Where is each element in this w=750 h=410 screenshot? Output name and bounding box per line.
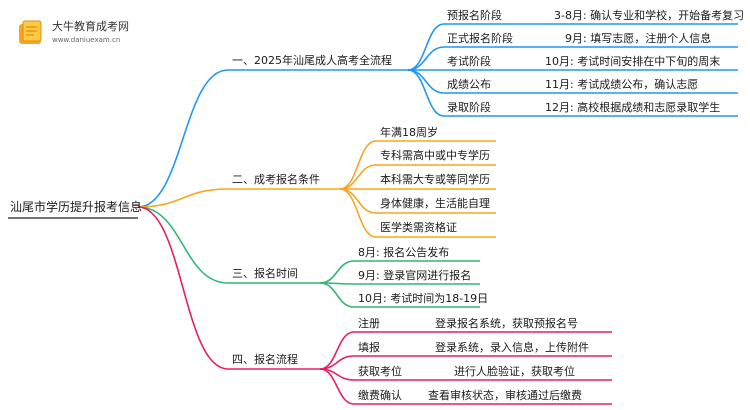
branch-3-item-3: 10月: 考试时间为18-19日 [358,292,489,305]
branch-3-item-1-connector [319,260,355,284]
branch-2-item-4-connector [339,188,377,214]
branch-4-item-3-detail: 进行人脸验证，获取考位 [454,365,575,378]
branch-2-item-2-connector [339,164,377,190]
branch-4-connector [137,206,229,370]
branch-2-item-1: 年满18周岁 [380,126,438,139]
branch-1-item-1-label: 预报名阶段 [447,9,502,22]
branch-2-item-5-connector [339,188,377,238]
branch-3-item-1: 8月: 报名公告发布 [358,246,450,259]
branch-3-connector [137,206,229,284]
branch-1-item-2-label: 正式报名阶段 [447,32,513,45]
branch-2-item-3: 本科需大专或等同学历 [380,173,490,186]
branch-1-item-5-connector [407,69,445,117]
branch-4-item-2-detail: 登录系统，录入信息，上传附件 [435,341,589,354]
branch-1-item-2-connector [407,46,445,71]
branch-1-item-3-detail: 10月: 考试时间安排在中下旬的周末 [545,55,721,68]
site-logo: 大牛教育成考网 www.daniuexam.cn [14,16,254,50]
branch-3-item-2: 9月: 登录官网进行报名 [358,269,472,282]
branch-1-item-5-detail: 12月: 高校根据成绩和志愿录取学生 [545,101,721,114]
branch-1-label: 一、2025年汕尾成人高考全流程 [232,54,392,67]
branch-3-label: 三、报名时间 [232,267,298,280]
branch-2-item-5: 医学类需资格证 [380,221,457,234]
branch-1-item-4-detail: 11月: 考试成绩公布，确认志愿 [545,78,699,91]
branch-1-item-4-label: 成绩公布 [447,78,491,91]
branch-4-item-4-connector [319,368,355,405]
branch-2-label: 二、成考报名条件 [232,173,320,186]
branch-1-item-4-connector [407,69,445,94]
branch-2-connector [137,188,229,208]
branch-4-item-4-detail: 查看审核状态，审核通过后缴费 [428,389,582,402]
branch-2-item-4: 身体健康，生活能自理 [380,197,490,210]
book-icon [19,20,42,44]
branch-4-item-1-detail: 登录报名系统，获取预报名号 [435,317,578,330]
branch-1-item-2-detail: 9月: 填写志愿，注册个人信息 [565,32,712,45]
branch-1-item-1-detail: 3-8月: 确认专业和学校，开始备考复习 [554,9,745,22]
branch-2-item-2: 专科需高中或中专学历 [380,149,490,162]
branch-1-item-5-label: 录取阶段 [447,101,491,114]
branch-1-connector [137,69,229,208]
logo-name: 大牛教育成考网 [52,20,129,33]
branch-1-item-3-label: 考试阶段 [447,55,491,68]
branch-4-label: 四、报名流程 [232,353,298,366]
branch-3-item-3-connector [319,282,355,308]
branch-4-item-4-label: 缴费确认 [358,389,402,402]
root-topic: 汕尾市学历提升报考信息 [10,200,143,214]
branch-4-item-1-label: 注册 [358,317,380,330]
branch-4-item-3-label: 获取考位 [358,365,402,378]
logo-url: www.daniuexam.cn [52,36,121,44]
branch-4-item-2-label: 填报 [358,341,380,354]
branch-2-item-1-connector [339,140,377,190]
